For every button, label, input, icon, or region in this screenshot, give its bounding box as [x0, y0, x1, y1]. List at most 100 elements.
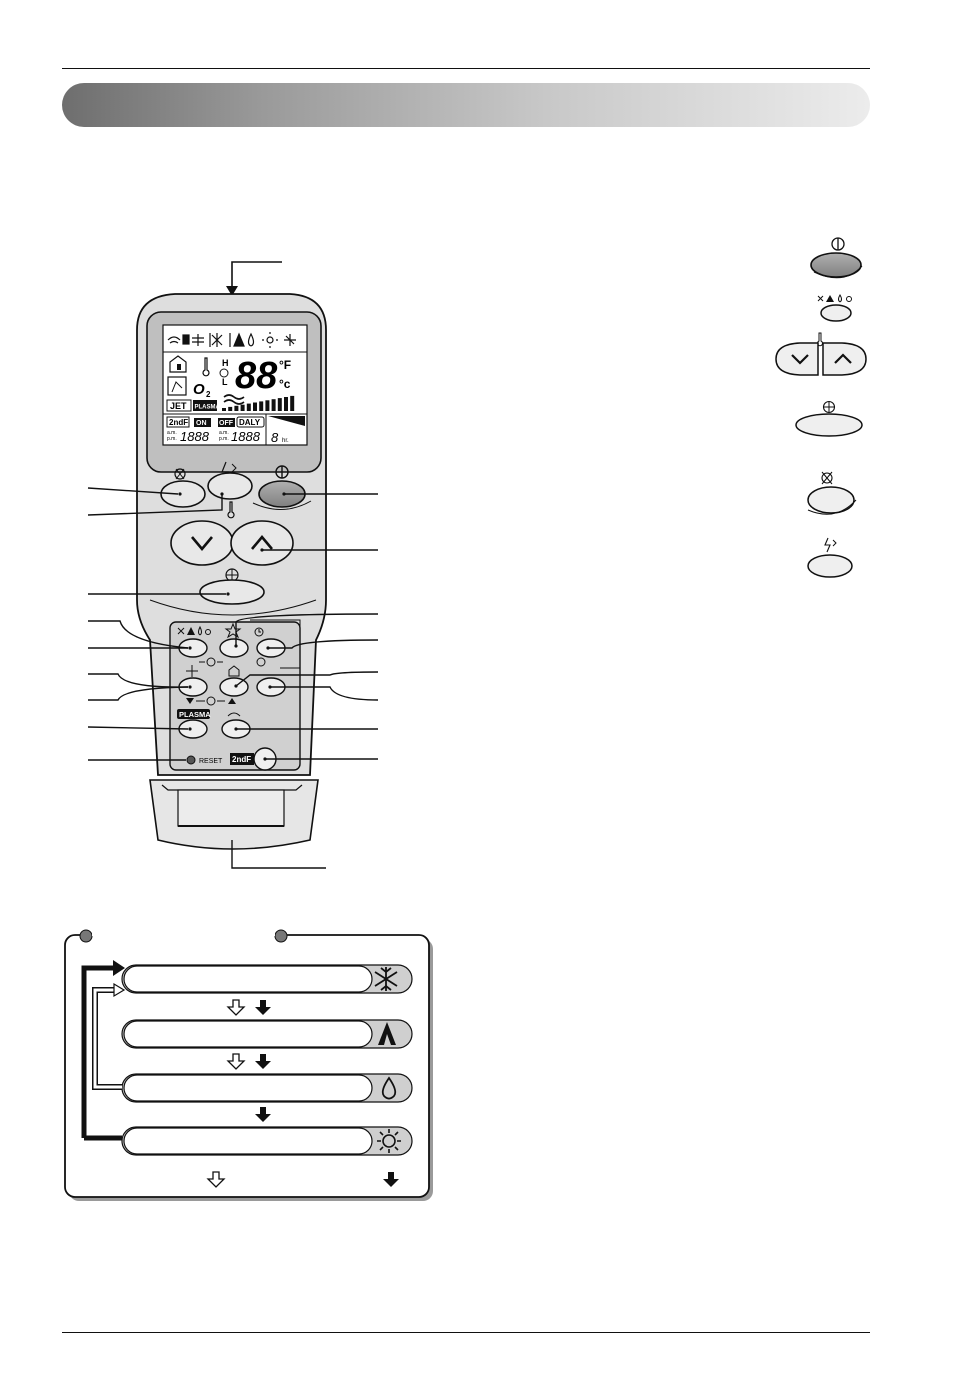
chevron-down-icon — [191, 536, 213, 552]
lcd-house-icon — [169, 355, 187, 373]
legend-swing-button — [807, 486, 855, 514]
box-dot-left — [79, 929, 93, 943]
fan-bar — [246, 403, 251, 411]
lcd-drop-icon — [247, 332, 255, 347]
lcd-second-f: 2ndF — [169, 418, 188, 427]
mode-icons — [177, 625, 211, 636]
clock-icon — [254, 627, 264, 637]
thermometer-icon — [227, 501, 235, 519]
fan-bar — [290, 395, 295, 411]
lcd-temperature: 88 — [235, 355, 278, 397]
lcd-time-off: 1888 — [231, 429, 261, 444]
lcd-auto-icon — [233, 332, 245, 347]
mode-sequence-box — [64, 929, 433, 1201]
fan-icon — [225, 568, 239, 582]
legend-jet — [807, 537, 853, 578]
timer-adjust-icons — [186, 696, 236, 706]
swing-button[interactable] — [160, 480, 206, 508]
legend-swing — [807, 471, 857, 515]
heatpump-cycle-line — [81, 965, 114, 1138]
fan-bar — [228, 406, 233, 411]
fan-small-icon — [186, 665, 198, 677]
lcd-am-1: a.m. — [167, 430, 177, 436]
ir-emitter-pointer — [226, 261, 282, 296]
lcd-timer-off: OFF — [219, 420, 234, 427]
swing-small-icon — [227, 712, 241, 717]
lcd-sun-icon — [266, 336, 274, 344]
lcd-jet: JET — [170, 401, 187, 411]
swing-icon — [174, 468, 186, 480]
lcd-middle: H L 88 °F °c O 2 — [167, 355, 291, 405]
lcd-timer-daily: DALY — [239, 418, 261, 427]
right-callouts — [235, 493, 379, 760]
arrow-down-solid-icon — [255, 1000, 399, 1187]
chevron-up-icon — [251, 534, 273, 550]
lcd-unit-f: °F — [279, 358, 291, 372]
fan-bar — [222, 408, 226, 411]
legend-mode-button — [820, 304, 852, 322]
signal-icon — [167, 336, 181, 344]
plasma-label: PLASMA — [179, 710, 211, 719]
house-icon — [228, 665, 240, 677]
legend-fan — [795, 400, 863, 437]
star-icon — [224, 622, 242, 639]
reset-button[interactable] — [186, 755, 196, 765]
top-rule — [62, 68, 870, 69]
callout-dots-right — [234, 492, 286, 761]
temp-up-button[interactable] — [230, 520, 294, 566]
legend-fan-button — [795, 413, 863, 437]
lcd-unit-c: °c — [279, 377, 291, 391]
lcd-fan-lo: L — [222, 377, 228, 387]
arrow-down-outline-icon — [206, 999, 246, 1188]
power-icon — [275, 465, 289, 479]
section-title-bar — [62, 83, 870, 127]
legend-mode — [817, 294, 852, 322]
snowflake-icon — [374, 967, 398, 991]
fan-bar — [271, 399, 276, 411]
lcd-time-on: 1888 — [180, 429, 210, 444]
lcd-timer-row: 2ndF ON OFF DALY a.m. p.m. 1888 a.m. p.m… — [166, 414, 305, 445]
fan-bar — [253, 402, 257, 411]
lcd-pm-1: p.m. — [167, 436, 177, 442]
lcd-status-icons — [167, 332, 296, 348]
lcd-thermometer-icon — [202, 357, 210, 377]
lcd-fan-icon — [284, 334, 296, 346]
fan-bar — [240, 404, 245, 411]
mode-row-auto — [121, 1019, 413, 1049]
lcd-fan-hi: H — [222, 358, 229, 368]
lcd-swing-icon — [223, 394, 245, 405]
fan-bar — [284, 397, 288, 411]
fan-bar — [265, 400, 270, 411]
lcd-timer-on: ON — [196, 420, 207, 427]
drop-icon — [381, 1076, 397, 1100]
legend-chevron-up-icon — [834, 353, 852, 364]
lcd-o2-sub: 2 — [206, 390, 211, 399]
sleep-button[interactable] — [219, 638, 249, 658]
box-dot-right — [274, 929, 288, 943]
mode-row-cool — [121, 964, 413, 994]
mode-row-dry — [121, 1073, 413, 1103]
fan-bar — [259, 401, 264, 411]
legend-power-button — [810, 252, 862, 278]
mode-row-heat — [121, 1126, 413, 1156]
lcd-sleep-unit: hr. — [282, 438, 289, 444]
lid-callout — [231, 840, 326, 869]
legend-chevron-down-icon — [791, 354, 809, 365]
legend-temp-up-button — [822, 342, 867, 376]
legend-temperature — [775, 332, 867, 376]
fan-speed-button[interactable] — [199, 579, 265, 605]
callout-dots-left — [178, 492, 230, 731]
fan-bar — [234, 405, 239, 411]
left-callouts — [87, 487, 226, 761]
clock-cancel-icon — [199, 657, 223, 667]
jet-button[interactable] — [207, 472, 253, 500]
lcd-am-2: a.m. — [219, 430, 229, 436]
lcd-fan-bars — [222, 395, 295, 411]
filter-icon — [192, 334, 204, 346]
battery-icon — [182, 334, 190, 345]
temp-down-button[interactable] — [170, 520, 234, 566]
clock-small-icon — [256, 657, 266, 667]
auto-icon — [378, 1022, 396, 1045]
reset-label: RESET — [199, 758, 223, 765]
